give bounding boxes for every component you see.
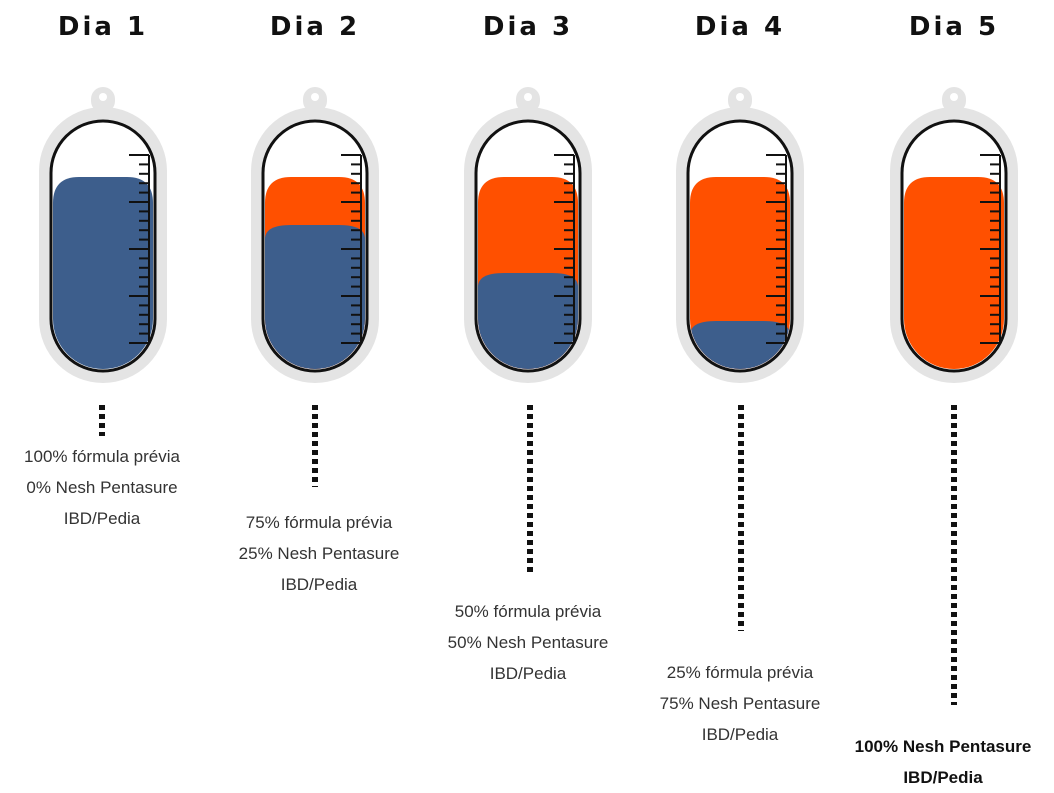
day-1-bag-scale: [129, 154, 150, 344]
day-3-previous-formula-fill: [478, 273, 578, 369]
day-3-caption-line-1: 50% fórmula prévia: [454, 602, 602, 621]
day-3-bag-contents: [478, 177, 578, 369]
day-5-bag-contents: [904, 177, 1004, 369]
day-3-title: Dia 3: [482, 12, 574, 42]
day-2-caption-line-2: 25% Nesh Pentasure: [238, 544, 400, 563]
day-3-caption-line-3: IBD/Pedia: [489, 664, 567, 683]
day-4-bag-hanger-hole: [736, 93, 744, 101]
day-4-previous-formula-fill: [690, 321, 790, 369]
day-1-bag: [39, 87, 167, 383]
day-1-bag-outline: [49, 119, 157, 373]
day-5-dotted-connector: [951, 405, 957, 705]
day-3-bag: [464, 87, 592, 383]
day-5-bag-hanger-hole: [950, 93, 958, 101]
day-5-caption-line-2: IBD/Pedia: [903, 768, 983, 787]
day-2-bag-outline: [261, 119, 369, 373]
day-1-bag-hanger-hole: [99, 93, 107, 101]
day-5-caption-line-1: 100% Nesh Pentasure: [854, 737, 1032, 756]
day-1-dotted-connector: [99, 405, 105, 436]
day-2-bag-contents: [265, 177, 365, 369]
day-3-dotted-connector: [527, 405, 533, 572]
day-4-bag: [676, 87, 804, 383]
day-5-bag-outline: [900, 119, 1008, 373]
day-2-title: Dia 2: [269, 12, 361, 42]
day-2-dotted-connector: [312, 405, 318, 487]
day-4-dotted-connector: [738, 405, 744, 631]
day-5-title: Dia 5: [908, 12, 1000, 42]
day-3-bag-hanger-hole: [524, 93, 532, 101]
day-4-bag-contents: [690, 177, 790, 369]
day-2-bag-scale: [341, 154, 362, 344]
day-2-caption-line-1: 75% fórmula prévia: [245, 513, 393, 532]
day-5-bag-scale: [980, 154, 1001, 344]
day-4-title: Dia 4: [694, 12, 786, 42]
day-4-nesh-pentasure-fill: [690, 177, 790, 369]
day-2-caption: 75% fórmula prévia 25% Nesh Pentasure IB…: [209, 507, 429, 600]
day-5-nesh-pentasure-fill: [904, 177, 1004, 369]
day-2-caption-line-3: IBD/Pedia: [280, 575, 358, 594]
day-4-caption: 25% fórmula prévia 75% Nesh Pentasure IB…: [630, 657, 850, 750]
day-4-caption-line-3: IBD/Pedia: [701, 725, 779, 744]
day-2-bag: [251, 87, 379, 383]
day-1-caption-line-2: 0% Nesh Pentasure: [26, 478, 178, 497]
day-2-bag-hanger-hole: [311, 93, 319, 101]
day-1-caption: 100% fórmula prévia 0% Nesh Pentasure IB…: [0, 441, 212, 534]
day-1-caption-line-3: IBD/Pedia: [63, 509, 141, 528]
day-1-caption-line-1: 100% fórmula prévia: [24, 447, 180, 466]
day-5-caption: 100% Nesh Pentasure IBD/Pedia: [833, 731, 1053, 793]
day-1-title: Dia 1: [57, 12, 149, 42]
day-2-previous-formula-fill: [265, 225, 365, 369]
day-1-bag-contents: [53, 177, 153, 369]
day-4-caption-line-2: 75% Nesh Pentasure: [659, 694, 821, 713]
day-4-bag-outline: [686, 119, 794, 373]
day-4-caption-line-1: 25% fórmula prévia: [666, 663, 814, 682]
day-1-previous-formula-fill: [53, 177, 153, 369]
day-3-bag-outline: [474, 119, 582, 373]
day-4-bag-scale: [766, 154, 787, 344]
day-3-caption: 50% fórmula prévia 50% Nesh Pentasure IB…: [418, 596, 638, 689]
day-3-caption-line-2: 50% Nesh Pentasure: [447, 633, 609, 652]
day-5-bag: [890, 87, 1018, 383]
day-3-bag-scale: [554, 154, 575, 344]
